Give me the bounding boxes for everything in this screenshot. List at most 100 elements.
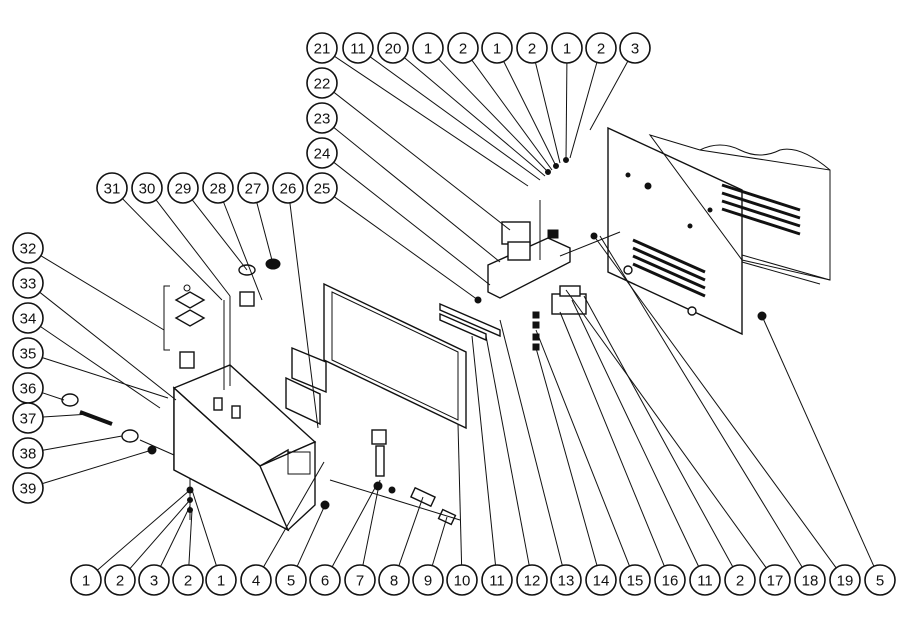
callout-top-2a: 2 xyxy=(447,32,479,64)
callout-circle xyxy=(619,564,651,596)
leader-line-side-34 xyxy=(40,326,161,409)
callout-circle xyxy=(309,564,341,596)
callout-label: 16 xyxy=(662,573,679,590)
callout-bot-19: 19 xyxy=(829,564,861,596)
callout-label: 13 xyxy=(558,573,575,590)
callout-circle xyxy=(272,172,304,204)
leader-line-bot-15 xyxy=(535,329,630,567)
callout-circle xyxy=(70,564,102,596)
callout-bot-17: 17 xyxy=(759,564,791,596)
callout-label: 20 xyxy=(385,41,402,58)
callout-top-2b: 2 xyxy=(516,32,548,64)
callout-circle xyxy=(550,564,582,596)
callout-circle xyxy=(794,564,826,596)
callout-bot-2c: 2 xyxy=(724,564,756,596)
callout-circle xyxy=(12,267,44,299)
callout-label: 23 xyxy=(314,111,331,128)
callout-circle xyxy=(306,102,338,134)
callout-top-21: 21 xyxy=(306,32,338,64)
callout-circle xyxy=(12,472,44,504)
leader-line-bot-19 xyxy=(593,235,837,569)
callout-side-39: 39 xyxy=(12,472,44,504)
callout-circle xyxy=(585,564,617,596)
callout-bot-2a: 2 xyxy=(104,564,136,596)
leader-line-mid-26 xyxy=(289,202,319,429)
callout-circle xyxy=(654,564,686,596)
leader-line-mid-31 xyxy=(122,198,223,301)
callout-side-35: 35 xyxy=(12,337,44,369)
motor-bracket xyxy=(474,200,571,304)
callout-mid-28: 28 xyxy=(202,172,234,204)
leader-line-mid-29 xyxy=(191,199,248,271)
callout-circle xyxy=(516,32,548,64)
callout-circle xyxy=(619,32,651,64)
callout-label: 1 xyxy=(424,41,432,58)
callout-top-11: 11 xyxy=(342,32,374,64)
callout-circle xyxy=(12,232,44,264)
callout-label: 11 xyxy=(697,573,713,590)
callout-label: 1 xyxy=(82,573,90,590)
callout-circle xyxy=(12,302,44,334)
leader-line-bot-14 xyxy=(535,347,598,566)
small-panels xyxy=(285,346,327,426)
callout-circle xyxy=(306,137,338,169)
callout-bot-8: 8 xyxy=(378,564,410,596)
callout-circle xyxy=(377,32,409,64)
leader-line-bot-16 xyxy=(559,311,665,567)
callout-circle xyxy=(864,564,896,596)
callout-circle xyxy=(446,564,478,596)
callout-circle xyxy=(344,564,376,596)
callout-label: 2 xyxy=(459,41,467,58)
callout-bot-13: 13 xyxy=(550,564,582,596)
callout-label: 29 xyxy=(175,181,192,198)
callout-label: 28 xyxy=(210,181,227,198)
callout-mid-30: 30 xyxy=(131,172,163,204)
callout-label: 8 xyxy=(390,573,398,590)
callout-top-2c: 2 xyxy=(585,32,617,64)
callout-label: 37 xyxy=(20,411,37,428)
parts-drawing xyxy=(61,126,831,532)
leader-line-side-33 xyxy=(39,291,177,401)
callout-circle xyxy=(205,564,237,596)
callout-label: 27 xyxy=(245,181,262,198)
callout-left-23: 23 xyxy=(306,102,338,134)
leader-line-bot-5 xyxy=(296,504,326,567)
tank-body xyxy=(172,364,330,532)
callout-label: 39 xyxy=(20,481,37,498)
leader-line-bot-2a xyxy=(129,499,191,570)
callout-circle xyxy=(167,172,199,204)
callout-label: 5 xyxy=(287,573,295,590)
callout-label: 2 xyxy=(736,573,744,590)
leader-line-mid-30 xyxy=(155,199,231,297)
callout-label: 19 xyxy=(837,573,854,590)
callout-label: 24 xyxy=(314,146,331,163)
leader-line-top-2a xyxy=(471,59,553,171)
leader-line-top-2c xyxy=(569,62,598,159)
callout-circle xyxy=(481,32,513,64)
callout-label: 18 xyxy=(802,573,819,590)
leader-line-side-32 xyxy=(40,255,165,331)
callout-circle xyxy=(689,564,721,596)
callout-label: 1 xyxy=(493,41,501,58)
drain-fittings xyxy=(329,429,461,526)
leader-line-top-3 xyxy=(589,60,629,131)
callout-circle xyxy=(481,564,513,596)
leader-line-side-37 xyxy=(42,413,91,418)
callout-top-1a: 1 xyxy=(412,32,444,64)
callout-bot-6: 6 xyxy=(309,564,341,596)
callout-label: 17 xyxy=(767,573,784,590)
leader-line-bot-10 xyxy=(457,423,463,566)
leader-line-bot-5b xyxy=(761,315,875,567)
callout-circle xyxy=(96,172,128,204)
callout-label: 6 xyxy=(321,573,329,590)
callout-label: 11 xyxy=(350,41,366,58)
callout-mid-31: 31 xyxy=(96,172,128,204)
callout-top-3: 3 xyxy=(619,32,651,64)
rail-strips xyxy=(439,231,621,342)
callout-label: 21 xyxy=(314,41,331,58)
callout-bot-5: 5 xyxy=(275,564,307,596)
leader-line-bot-4 xyxy=(263,461,325,568)
leader-line-side-38 xyxy=(42,435,123,451)
